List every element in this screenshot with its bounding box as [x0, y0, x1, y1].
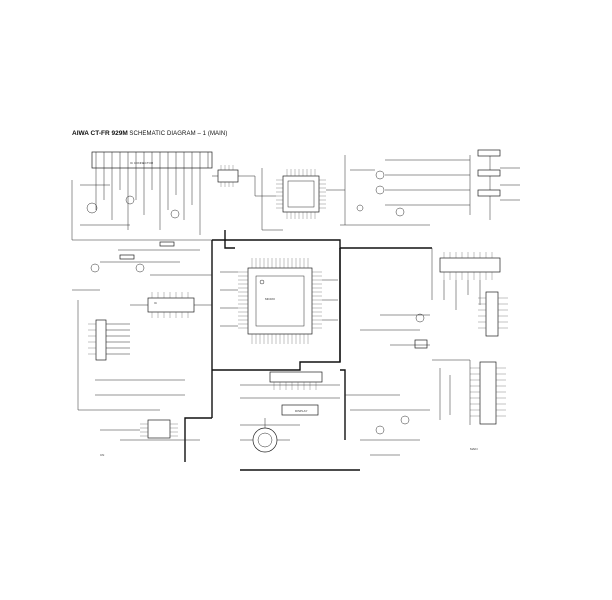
svg-text:IC: IC	[154, 301, 158, 305]
svg-text:DISPLAY: DISPLAY	[295, 409, 307, 413]
svg-text:MICRO: MICRO	[265, 297, 276, 301]
circular-component	[240, 418, 290, 453]
bottom-right-section	[345, 313, 430, 456]
ic-top-center	[255, 168, 345, 231]
ic-bottom-left	[95, 379, 200, 441]
left-connector-stack	[72, 289, 160, 411]
right-connector-strip	[478, 291, 508, 337]
tiny-labels: IC CONNECTOR IC MICRO DISPLAY CN MAIN	[100, 161, 478, 457]
ic-main-microcontroller	[220, 258, 338, 344]
top-connector-block	[91, 151, 213, 235]
ic-right-driver	[431, 248, 501, 310]
ic-top-left-small	[212, 165, 256, 196]
ic-left-mid	[130, 292, 212, 318]
diagram-subtitle: SCHEMATIC DIAGRAM – 1 (MAIN)	[129, 131, 228, 137]
svg-text:MAIN: MAIN	[470, 447, 478, 451]
model-name: AIWA CT-FR 929M	[72, 130, 128, 137]
right-top-section	[340, 149, 520, 226]
svg-text:IC CONNECTOR: IC CONNECTOR	[130, 161, 154, 165]
diagram-heading: AIWA CT-FR 929M SCHEMATIC DIAGRAM – 1 (M…	[72, 130, 227, 138]
lower-right-connector	[432, 359, 506, 425]
main-signal-frame	[184, 230, 432, 471]
svg-text:CN: CN	[100, 453, 104, 457]
ic-bottom-center	[240, 371, 340, 426]
left-transistor-section	[71, 180, 212, 276]
